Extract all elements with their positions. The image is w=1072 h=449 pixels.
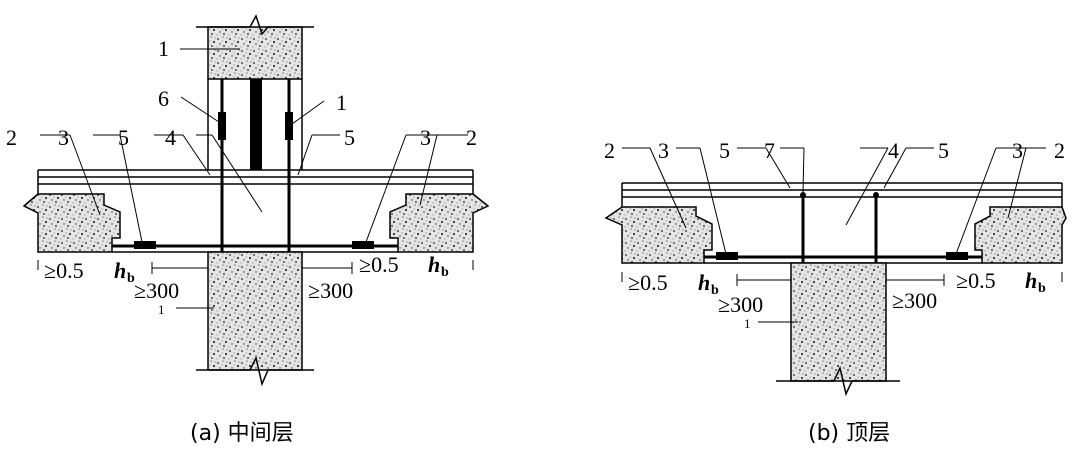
label-6: 6 <box>158 86 169 111</box>
dim-b-right-b: b <box>1038 281 1046 296</box>
label-b-5-left: 5 <box>719 138 730 163</box>
dim-right-300: ≥300 <box>308 278 353 303</box>
dim-b-left-ge: ≥0.5 <box>628 270 668 295</box>
dim-b-right-h: h <box>1025 268 1037 293</box>
label-b-3-left: 3 <box>658 138 669 163</box>
label-b-2-right: 2 <box>1054 138 1065 163</box>
label-b-3-right: 3 <box>1012 138 1023 163</box>
label-1-right: 1 <box>336 90 347 115</box>
dim-left-ge: ≥0.5 <box>44 258 84 283</box>
upper-column <box>196 14 314 80</box>
dim-left-300: ≥300 <box>134 278 179 303</box>
lower-column-b <box>776 262 900 397</box>
roof-slab <box>621 182 1063 207</box>
lower-column <box>196 251 314 387</box>
left-precast-beam-b <box>604 206 713 264</box>
dim-left-h: h <box>114 258 126 283</box>
dim-left-b: b <box>127 271 135 286</box>
label-b-5-right: 5 <box>938 138 949 163</box>
label-5-right: 5 <box>344 125 355 150</box>
diagram-b: 2 3 5 7 4 5 3 2 1 ≥0.5 h b ≥0.5 h b ≥300… <box>604 138 1067 446</box>
label-1-bottom: 1 <box>158 302 165 317</box>
label-b-4: 4 <box>888 138 899 163</box>
label-2-right: 2 <box>466 125 477 150</box>
label-5-left: 5 <box>118 125 129 150</box>
label-1-top: 1 <box>158 36 169 61</box>
right-precast-beam <box>389 193 490 253</box>
dim-right-ge: ≥0.5 <box>359 252 399 277</box>
steel-member-zone <box>207 79 303 252</box>
dim-b-left-300: ≥300 <box>718 292 763 317</box>
floor-slab <box>37 169 474 194</box>
label-b-2-left: 2 <box>604 138 615 163</box>
right-precast-beam-b <box>974 206 1067 264</box>
diagram-a: 1 6 1 2 3 5 4 5 3 2 1 ≥0.5 h b ≥0.5 h b … <box>6 14 490 446</box>
label-2-left: 2 <box>6 125 17 150</box>
dim-right-h: h <box>428 252 440 277</box>
dim-b-left-b: b <box>711 283 719 298</box>
label-b-1-bottom: 1 <box>744 316 751 331</box>
caption-a: (a) 中间层 <box>190 421 294 446</box>
left-precast-beam <box>22 193 121 253</box>
dim-right-b: b <box>441 265 449 280</box>
label-b-7: 7 <box>764 138 775 163</box>
dim-b-right-ge: ≥0.5 <box>956 268 996 293</box>
caption-b: (b) 顶层 <box>808 421 890 446</box>
label-3-left: 3 <box>58 125 69 150</box>
label-4: 4 <box>165 125 176 150</box>
label-3-right: 3 <box>420 125 431 150</box>
dim-b-left-h: h <box>698 270 710 295</box>
dim-b-right-300: ≥300 <box>892 288 937 313</box>
